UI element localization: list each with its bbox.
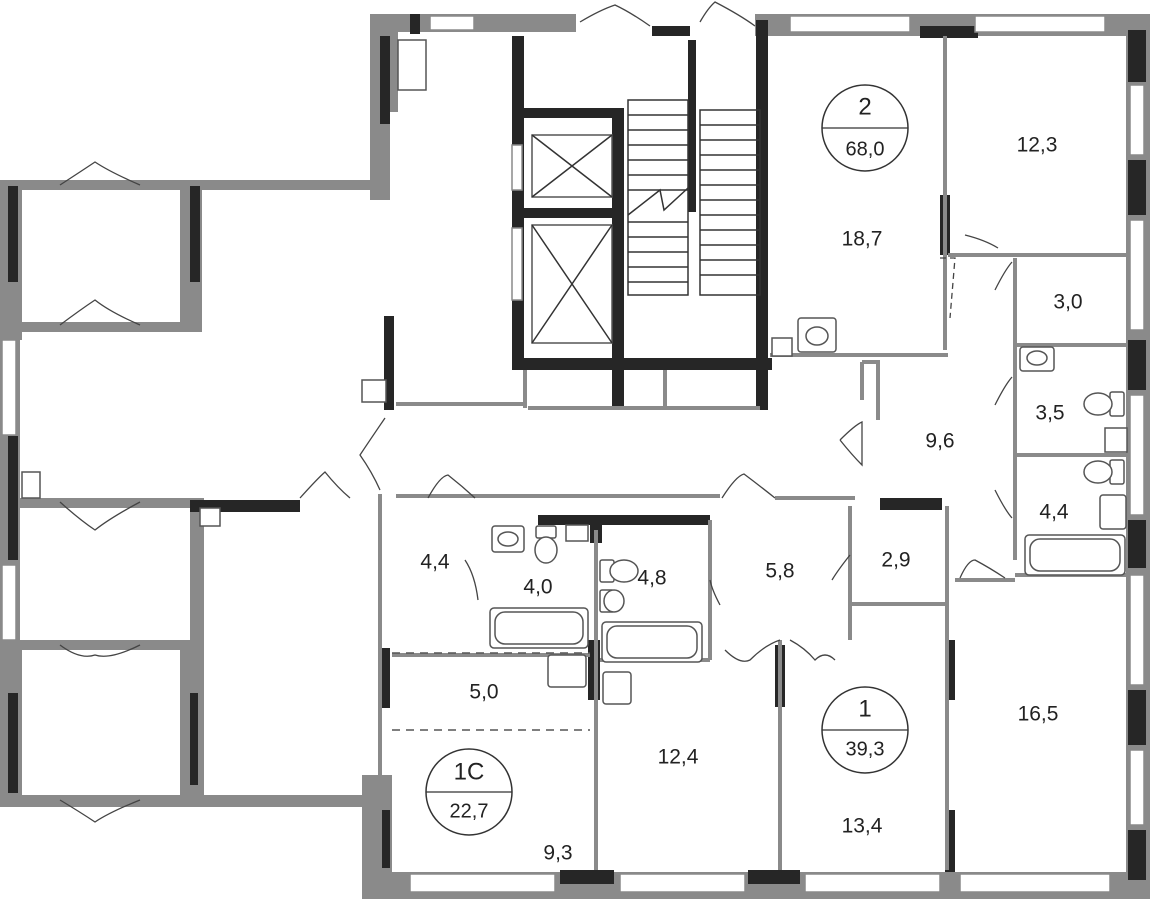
- room-area-label: 4,8: [637, 567, 666, 590]
- room-area-label: 4,4: [420, 551, 450, 574]
- zone-dashes: [392, 652, 590, 731]
- room-area-label: 12,3: [1017, 134, 1058, 157]
- apartment-number: 1С: [454, 758, 485, 785]
- windows: [1, 15, 1145, 893]
- apartment-number: 2: [858, 93, 871, 120]
- apartment-number: 1: [858, 695, 871, 722]
- room-area-label: 2,9: [881, 549, 910, 572]
- staircase: [627, 99, 761, 296]
- room-area-label: 9,6: [925, 430, 954, 453]
- room-area-label: 3,5: [1035, 402, 1064, 425]
- room-labels: 12,3 18,7 3,0 3,5 9,6 4,4 2,9 5,8 4,8 4,…: [420, 134, 1082, 865]
- partitions: [198, 36, 1128, 870]
- apartment-badge-1: 1 39,3: [821, 686, 909, 774]
- room-area-label: 12,4: [658, 746, 699, 769]
- apartment-badge-2: 2 68,0: [821, 84, 909, 172]
- room-area-label: 4,4: [1039, 501, 1069, 524]
- room-area-label: 16,5: [1018, 703, 1059, 726]
- toilets: [534, 391, 1128, 613]
- room-area-label: 9,3: [543, 842, 572, 865]
- room-area-label: 18,7: [842, 228, 883, 251]
- room-area-label: 5,0: [469, 681, 498, 704]
- apartment-total-area: 39,3: [846, 738, 885, 760]
- sinks: [491, 317, 1127, 705]
- apartment-badge-1c: 1С 22,7: [425, 748, 513, 836]
- room-area-label: 3,0: [1053, 291, 1082, 314]
- bathtubs: [489, 534, 1126, 663]
- room-area-label: 13,4: [842, 815, 883, 838]
- doors: [59, 1, 1013, 823]
- structural-walls: [8, 14, 1146, 884]
- elevator-shafts: [531, 134, 613, 344]
- shaft-boxes: [21, 39, 793, 542]
- apartment-total-area: 68,0: [846, 138, 885, 160]
- apartment-total-area: 22,7: [450, 800, 489, 822]
- room-area-label: 5,8: [765, 560, 794, 583]
- room-area-label: 4,0: [523, 576, 552, 599]
